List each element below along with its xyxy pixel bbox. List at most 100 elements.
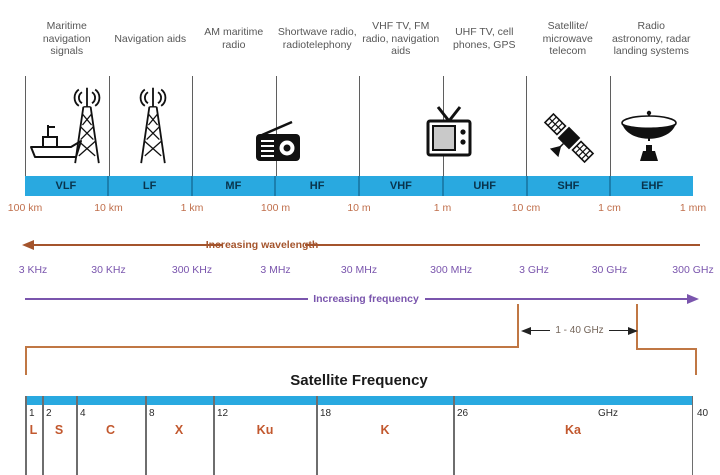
band-mf: MF <box>190 176 275 196</box>
radio-icon <box>254 119 302 163</box>
band-vlf: VLF <box>55 180 77 192</box>
wavelength-tick: 10 m <box>347 202 371 214</box>
usage-label-mf: AM maritime radio <box>204 26 264 51</box>
frequency-tick: 300 GHz <box>672 264 714 276</box>
wavelength-scale: 100 km 10 km 1 km 100 m 10 m 1 m 10 cm 1… <box>8 202 706 216</box>
satellite-frequency-title: Satellite Frequency <box>290 372 428 389</box>
scale-tick-label: 8 <box>149 408 155 419</box>
wavelength-arrow: Increasing wavelength <box>22 239 700 251</box>
scale-divider <box>453 396 455 475</box>
scale-tick-label: 18 <box>320 408 332 419</box>
frequency-tick: 300 KHz <box>171 264 213 276</box>
frequency-tick: 3 GHz <box>519 264 549 276</box>
cell-shf <box>526 76 610 176</box>
bracket-line <box>517 304 519 347</box>
scale-divider <box>42 396 44 475</box>
arrow-line <box>33 244 222 246</box>
scale-divider <box>316 396 318 475</box>
scale-tick-label: 40 <box>697 408 709 419</box>
satellite-band-ku: Ku <box>256 423 274 437</box>
band-ehf: EHF <box>609 176 693 196</box>
wavelength-tick: 10 km <box>94 202 123 214</box>
frequency-scale: 3 KHz 30 KHz 300 KHz 3 MHz 30 MHz 300 MH… <box>19 264 714 278</box>
arrow-right-icon <box>687 294 699 304</box>
usage-label-hf: Shortwave radio, radiotelephony <box>277 26 357 51</box>
usage-label-uhf: UHF TV, cell phones, GPS <box>453 26 516 51</box>
scale-tick-label: 12 <box>217 408 229 419</box>
scale-tick-label: 1 <box>29 408 35 419</box>
frequency-tick: 300 MHz <box>430 264 473 276</box>
arrow-left-icon <box>521 326 531 335</box>
wavelength-tick: 1 cm <box>598 202 621 214</box>
frequency-arrow-label: Increasing frequency <box>313 293 419 305</box>
arrow-line <box>608 329 629 332</box>
cell-ehf <box>609 76 694 176</box>
scale-tick-label: 4 <box>80 408 86 419</box>
scale-divider <box>691 396 693 475</box>
ship-icon <box>28 116 84 162</box>
scale-tick-label: 2 <box>46 408 52 419</box>
icon-row <box>25 76 693 176</box>
band-vhf: VHF <box>358 176 442 196</box>
scale-unit-label: GHz <box>598 408 618 419</box>
range-annotation: 1 - 40 GHz <box>521 324 639 337</box>
radio-tower-icon <box>67 82 107 168</box>
frequency-arrow: Increasing frequency <box>25 293 699 305</box>
frequency-tick: 3 KHz <box>18 264 48 276</box>
wavelength-tick: 1 km <box>180 202 204 214</box>
bracket-line <box>695 348 697 375</box>
band-shf: SHF <box>525 176 610 196</box>
dish-antenna-icon <box>619 107 679 165</box>
satellite-band-s: S <box>54 423 64 437</box>
frequency-tick: 30 KHz <box>91 264 126 276</box>
bracket-line <box>25 346 27 375</box>
band-hf: HF <box>274 176 358 196</box>
cell-mf <box>192 76 276 176</box>
satellite-frequency-scale: 1 2 4 8 12 18 26 40 GHz L S C X Ku K Ka <box>25 396 708 475</box>
usage-labels-row: Maritime navigation signals Navigation a… <box>25 3 693 75</box>
usage-label-ehf: Radio astronomy, radar landing systems <box>611 20 691 58</box>
tv-icon <box>426 105 472 159</box>
wavelength-tick: 1 mm <box>679 202 707 214</box>
usage-label-lf: Navigation aids <box>114 32 187 45</box>
satellite-frequency-bar <box>25 396 693 405</box>
band-lf: LF <box>106 176 191 196</box>
frequency-tick: 3 MHz <box>260 264 291 276</box>
arrow-line <box>425 298 688 300</box>
cell-vhf <box>359 76 443 176</box>
wavelength-tick: 100 m <box>260 202 291 214</box>
wavelength-tick: 1 m <box>433 202 452 214</box>
satellite-icon <box>540 109 598 167</box>
scale-divider <box>213 396 215 475</box>
satellite-band-ka: Ka <box>565 423 581 437</box>
scale-divider <box>25 396 27 475</box>
bracket-line <box>25 346 519 348</box>
cell-vlf <box>25 76 109 176</box>
arrow-line <box>305 244 700 246</box>
satellite-band-k: K <box>380 423 390 437</box>
cell-lf <box>108 76 193 176</box>
scale-divider <box>145 396 147 475</box>
cell-hf <box>275 76 360 176</box>
band-uhf: UHF <box>441 176 526 196</box>
arrow-line <box>531 329 551 332</box>
arrow-line <box>25 298 308 300</box>
wavelength-tick: 10 cm <box>511 202 541 214</box>
range-bracket: 1 - 40 GHz <box>25 304 697 376</box>
usage-label-vhf: VHF TV, FM radio, navigation aids <box>362 20 440 58</box>
bracket-line <box>636 348 697 350</box>
band-bar: VLF LF MF HF VHF UHF SHF EHF <box>25 176 693 196</box>
frequency-tick: 30 MHz <box>340 264 378 276</box>
scale-tick-label: 26 <box>457 408 469 419</box>
wavelength-tick: 100 km <box>7 202 43 214</box>
range-label: 1 - 40 GHz <box>555 325 604 336</box>
usage-label-shf: Satellite/ microwave telecom <box>542 20 593 58</box>
wavelength-arrow-label: Increasing wavelength <box>205 239 319 251</box>
frequency-tick: 30 GHz <box>591 264 628 276</box>
satellite-band-c: C <box>105 423 116 437</box>
usage-label-vlf: Maritime navigation signals <box>42 20 91 58</box>
arrow-left-icon <box>22 240 34 250</box>
satellite-band-l: L <box>29 423 38 437</box>
radio-tower-icon <box>133 82 173 168</box>
